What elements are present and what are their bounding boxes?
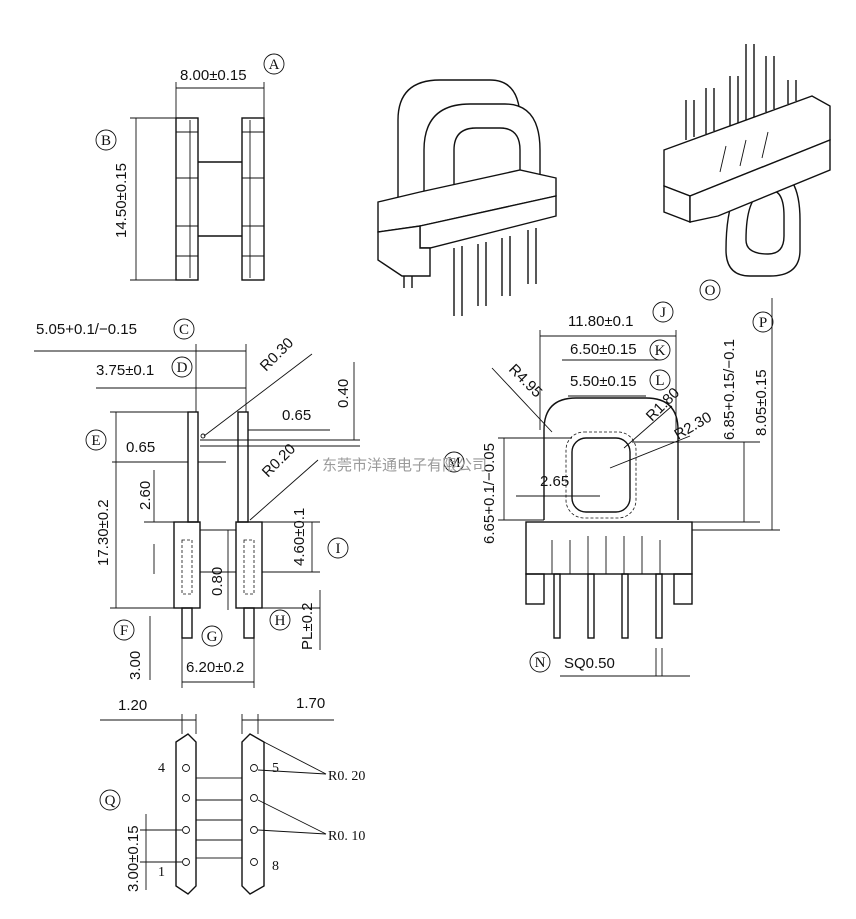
callout-p: P [752, 311, 774, 333]
pin-layout-view [100, 714, 334, 895]
callout-a: A [263, 53, 285, 75]
svg-text:A: A [269, 57, 280, 73]
dim-r495: R4.95 [505, 361, 545, 401]
dim-j-value: 11.80±0.1 [568, 313, 634, 330]
dim-m-value: 6.65+0.1/−0.05 [481, 443, 498, 544]
dim-g-value: 6.20±0.2 [186, 659, 244, 676]
dim-d-value: 3.75±0.1 [96, 362, 154, 379]
callout-j: J [652, 301, 674, 323]
dim-065-right: 0.65 [282, 407, 311, 424]
callout-q: Q [99, 789, 121, 811]
dim-a-value: 8.00±0.15 [180, 67, 247, 84]
dim-r020b: R0. 20 [328, 769, 365, 784]
dim-b-value: 14.50±0.15 [113, 163, 130, 238]
callout-i: I [327, 537, 349, 559]
callout-e: E [85, 429, 107, 451]
callout-l: L [649, 369, 671, 391]
svg-text:I: I [336, 541, 341, 557]
svg-text:K: K [655, 343, 666, 359]
watermark-text: 东莞市洋通电子有限公司 [322, 456, 487, 474]
dim-i-value: 4.60±0.1 [291, 508, 308, 566]
dim-040: 0.40 [335, 379, 352, 408]
pin-5-label: 5 [272, 761, 279, 776]
bobbin-3d-back [663, 44, 831, 277]
svg-text:O: O [705, 283, 716, 299]
dim-k-value: 6.50±0.15 [570, 341, 637, 358]
pin-4-label: 4 [158, 761, 165, 776]
callout-b: B [95, 129, 117, 151]
svg-text:D: D [177, 360, 188, 376]
svg-text:M: M [447, 455, 460, 471]
callout-h: H [269, 609, 291, 631]
dim-p-value: 8.05±0.15 [753, 369, 770, 436]
callout-o: O [699, 279, 721, 301]
dim-f-value: 3.00 [127, 651, 144, 680]
pin-1-label: 1 [158, 865, 165, 880]
dim-r230: R2.30 [672, 409, 715, 444]
callout-f: F [113, 619, 135, 641]
dim-o-value: 6.85+0.15/−0.1 [721, 339, 738, 440]
svg-text:J: J [660, 305, 666, 321]
svg-text:N: N [535, 655, 546, 671]
pin-front-view [34, 344, 360, 688]
svg-text:G: G [207, 629, 218, 645]
callout-d: D [171, 356, 193, 378]
callout-n: N [529, 651, 551, 673]
dim-065-left: 0.65 [126, 439, 155, 456]
dim-r020: R0.20 [259, 441, 299, 481]
svg-text:B: B [101, 133, 111, 149]
pin-8-label: 8 [272, 859, 279, 874]
dim-r030: R0.30 [257, 335, 297, 375]
svg-text:P: P [759, 315, 767, 331]
dim-265: 2.65 [540, 473, 569, 490]
side-view [130, 82, 265, 281]
dim-080: 0.80 [209, 567, 226, 596]
dim-170: 1.70 [296, 695, 325, 712]
svg-text:C: C [179, 322, 189, 338]
callout-c: C [173, 318, 195, 340]
callout-k: K [649, 339, 671, 361]
svg-text:E: E [91, 433, 100, 449]
bobbin-3d-front [377, 79, 557, 316]
dim-q-value: 3.00±0.15 [125, 825, 142, 892]
dim-260: 2.60 [137, 481, 154, 510]
callout-g: G [201, 625, 223, 647]
dim-c-value: 5.05+0.1/−0.15 [36, 321, 137, 338]
svg-text:Q: Q [105, 793, 116, 809]
dim-r010: R0. 10 [328, 829, 365, 844]
end-view [491, 298, 780, 677]
svg-text:H: H [275, 613, 286, 629]
callout-m: M [443, 451, 465, 473]
dim-e-value: 17.30±0.2 [95, 499, 112, 566]
svg-text:L: L [655, 373, 664, 389]
dim-l-value: 5.50±0.15 [570, 373, 637, 390]
dim-h-value: PL±0.2 [299, 603, 316, 650]
dim-120: 1.20 [118, 697, 147, 714]
dim-n-value: SQ0.50 [564, 655, 615, 672]
svg-text:F: F [120, 623, 128, 639]
